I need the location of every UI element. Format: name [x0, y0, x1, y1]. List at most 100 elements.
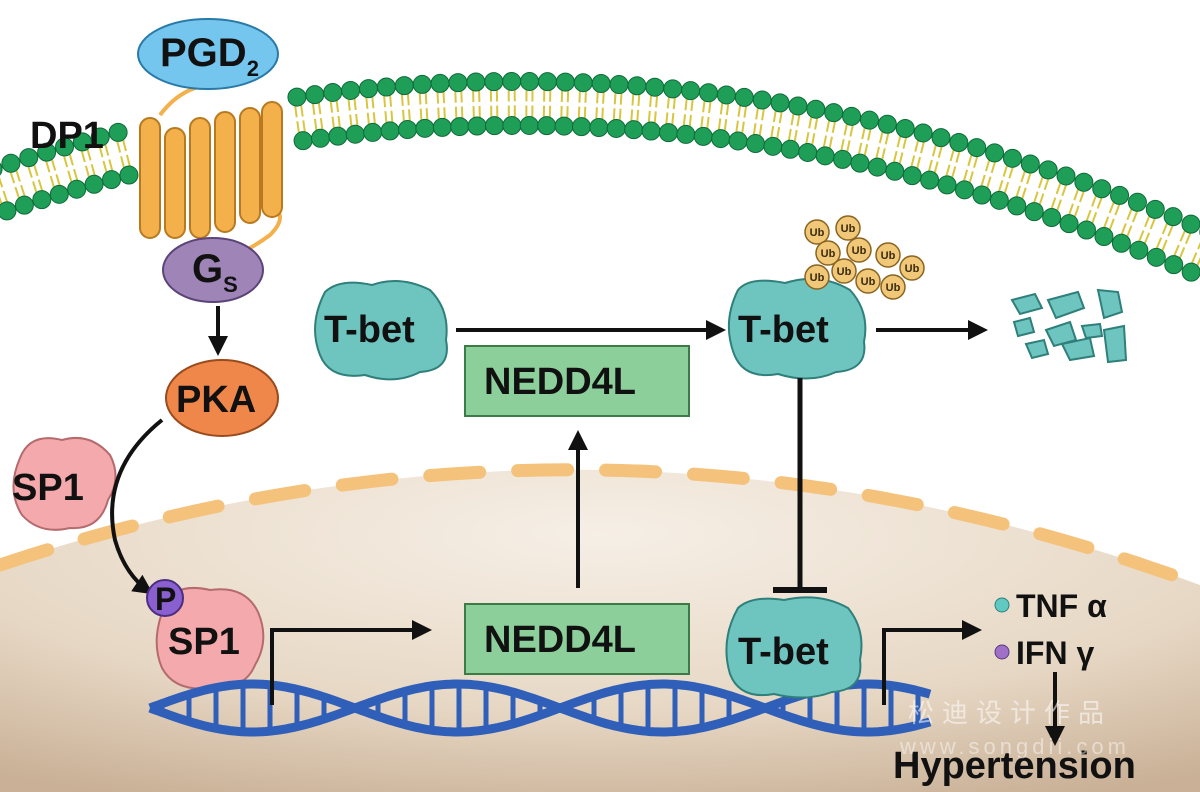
lipid [728, 87, 754, 151]
ubiquitin-label: Ub [841, 223, 856, 235]
lipid [1094, 185, 1130, 247]
lipid [815, 103, 844, 166]
ubiquitin-bead: Ub [815, 240, 841, 266]
ubiquitin-label: Ub [905, 263, 920, 275]
lipid [745, 90, 772, 154]
ubiquitin-label: Ub [810, 272, 825, 284]
ubiquitin-bead: Ub [835, 215, 861, 241]
lipid [1164, 214, 1200, 275]
lipid [323, 82, 348, 146]
sp1-bound [155, 586, 265, 690]
ubiquitin-label: Ub [837, 266, 852, 278]
ubiquitin-bead: Ub [831, 258, 857, 284]
ubiquitin-label: Ub [881, 250, 896, 262]
tbet-ubiquitinated [727, 277, 867, 380]
lipid [108, 122, 139, 185]
ubiquitin-bead: Ub [804, 219, 830, 245]
lipid [780, 96, 808, 159]
tnf-alpha-dot [994, 597, 1010, 613]
ubiquitin-bead: Ub [880, 274, 906, 300]
arrow-transcription-cytokines [882, 620, 982, 705]
lipid [519, 71, 540, 135]
lipid [0, 162, 17, 221]
lipid [606, 75, 629, 138]
lipid [1, 153, 34, 215]
lipid [1042, 166, 1076, 228]
lipid [90, 127, 122, 190]
lipid [1181, 228, 1200, 282]
degraded-tbet-fragments [1010, 288, 1128, 364]
lipid [1111, 192, 1147, 253]
cell-membrane [0, 71, 1200, 282]
sp1-free-label: SP1 [12, 467, 84, 509]
sp1-bound-label: SP1 [168, 621, 240, 663]
nedd4l-nucleus [464, 603, 690, 675]
lipid [1024, 160, 1058, 222]
pgd2-ligand [137, 18, 279, 90]
lipid [1077, 179, 1112, 240]
lipid [54, 137, 87, 199]
lipid [676, 81, 701, 144]
ubiquitin-bead: Ub [855, 268, 881, 294]
lipid [833, 106, 862, 169]
dna-strand [148, 679, 932, 737]
gs-label: GS [192, 247, 238, 297]
lipid [430, 73, 452, 137]
ubiquitin-bead: Ub [846, 237, 872, 263]
ubiquitin-label: Ub [821, 248, 836, 260]
lipid [448, 73, 470, 137]
lipid [341, 80, 365, 144]
dp1-receptor [139, 82, 283, 260]
lipid [358, 79, 383, 142]
tbet-nucleus [725, 596, 863, 699]
lipid [850, 110, 879, 173]
lipid [412, 74, 435, 138]
dp1-label: DP1 [30, 115, 104, 157]
lipid [867, 114, 897, 177]
lipid [19, 148, 52, 210]
sp1-free [12, 436, 117, 531]
lipid [589, 74, 611, 137]
lipid [537, 72, 557, 136]
lipid [902, 123, 933, 186]
lipid [885, 119, 915, 181]
pgd2-label: PGD2 [160, 31, 259, 81]
lipid [798, 99, 826, 162]
lipid [624, 76, 647, 140]
lipid [1007, 154, 1040, 216]
lipid [972, 143, 1005, 205]
lipid [920, 128, 951, 190]
lipid [571, 73, 593, 137]
watermark-url: www.songdii.com [899, 734, 1130, 759]
lipid [72, 132, 104, 194]
tbet-left-label: T-bet [324, 309, 415, 351]
watermark-chinese: 松迪设计作品 [908, 698, 1112, 728]
nedd4l-cytoplasm-label: NEDD4L [484, 361, 636, 403]
nedd4l-cytoplasm [464, 345, 690, 417]
tbet-left [314, 280, 448, 381]
ifn-gamma-label: IFN γ [1016, 635, 1094, 671]
ubiquitin-label: Ub [810, 227, 825, 239]
tbet-nucleus-label: T-bet [738, 631, 829, 673]
arrow-pka-to-sp1 [110, 418, 164, 595]
ubiquitin-bead: Ub [899, 255, 925, 281]
lipid [1059, 172, 1094, 234]
ubiquitin-label: Ub [852, 245, 867, 257]
lipid [554, 72, 575, 136]
lipid [989, 148, 1022, 210]
nedd4l-nucleus-label: NEDD4L [484, 619, 636, 661]
phospho-label: P [155, 581, 176, 617]
pka-label: PKA [176, 379, 256, 421]
lipid [658, 79, 683, 143]
lipid [394, 76, 417, 140]
lipid [37, 142, 69, 204]
lipid [1129, 199, 1165, 260]
lipid [305, 85, 330, 148]
phospho-group [146, 579, 184, 617]
lipid [937, 133, 969, 195]
ifn-gamma-dot [994, 644, 1010, 660]
lipid [763, 93, 790, 156]
lipid [1146, 207, 1183, 267]
ubiquitin-label: Ub [861, 276, 876, 288]
